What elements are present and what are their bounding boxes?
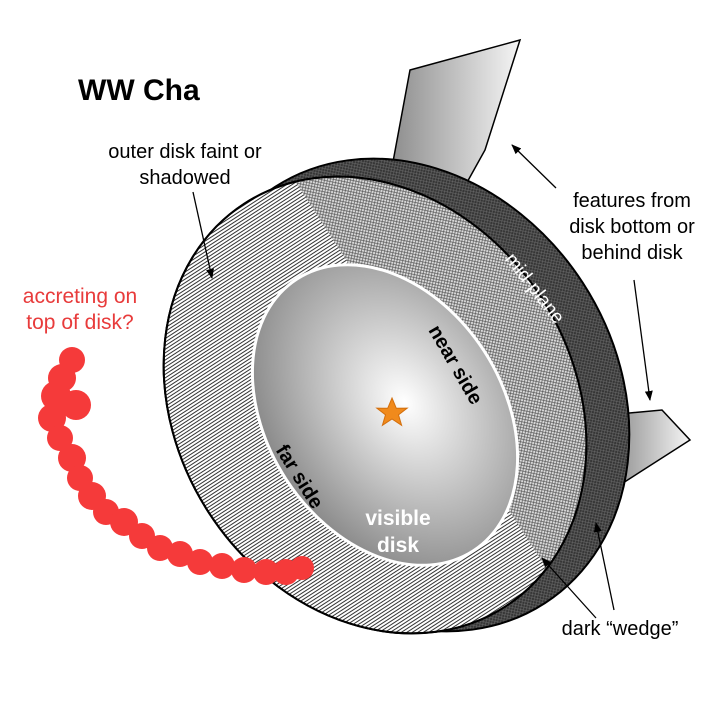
accretion-stream bbox=[38, 347, 314, 585]
wedge-arrow-2 bbox=[593, 522, 615, 611]
features-lower-arrow bbox=[633, 279, 653, 401]
features-label-2: disk bottom or bbox=[569, 216, 695, 238]
outer-disk-label-1: outer disk faint or bbox=[108, 141, 262, 163]
features-upper-arrow bbox=[511, 144, 557, 189]
diagram-title: WW Cha bbox=[78, 74, 200, 107]
features-label-3: behind disk bbox=[581, 242, 683, 264]
star-icon bbox=[375, 396, 409, 427]
accreting-label-2: top of disk? bbox=[26, 311, 133, 334]
visible-disk-label-2: disk bbox=[377, 534, 419, 557]
features-label-1: features from bbox=[573, 190, 691, 212]
wedge-arrow-1 bbox=[541, 557, 597, 619]
outer-disk-label-2: shadowed bbox=[139, 167, 230, 189]
accreting-label-1: accreting on bbox=[23, 285, 137, 308]
outer-disk-pointer bbox=[192, 191, 214, 279]
dark-wedge-label: dark “wedge” bbox=[562, 618, 679, 640]
visible-disk-label-1: visible bbox=[365, 507, 430, 530]
